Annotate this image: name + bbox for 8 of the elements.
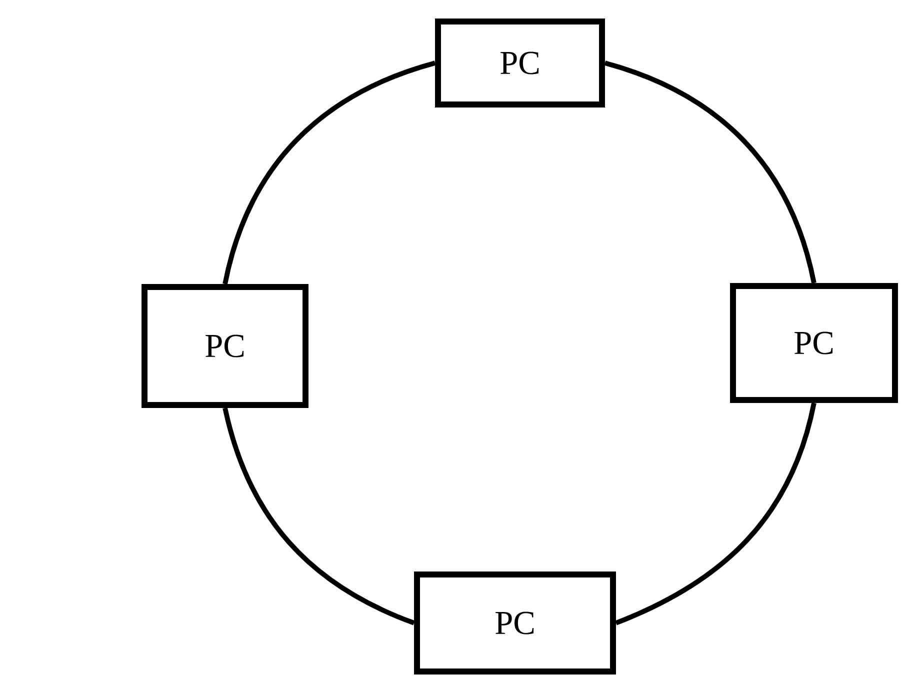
pc-box: PC <box>435 18 605 108</box>
pc-box: PC <box>414 572 616 674</box>
ring-line <box>615 402 816 626</box>
ring-line <box>222 407 415 626</box>
ring-line <box>604 60 816 284</box>
pc-box: PC <box>730 283 898 403</box>
ring-line <box>222 60 436 285</box>
pc-box: PC <box>142 284 308 408</box>
